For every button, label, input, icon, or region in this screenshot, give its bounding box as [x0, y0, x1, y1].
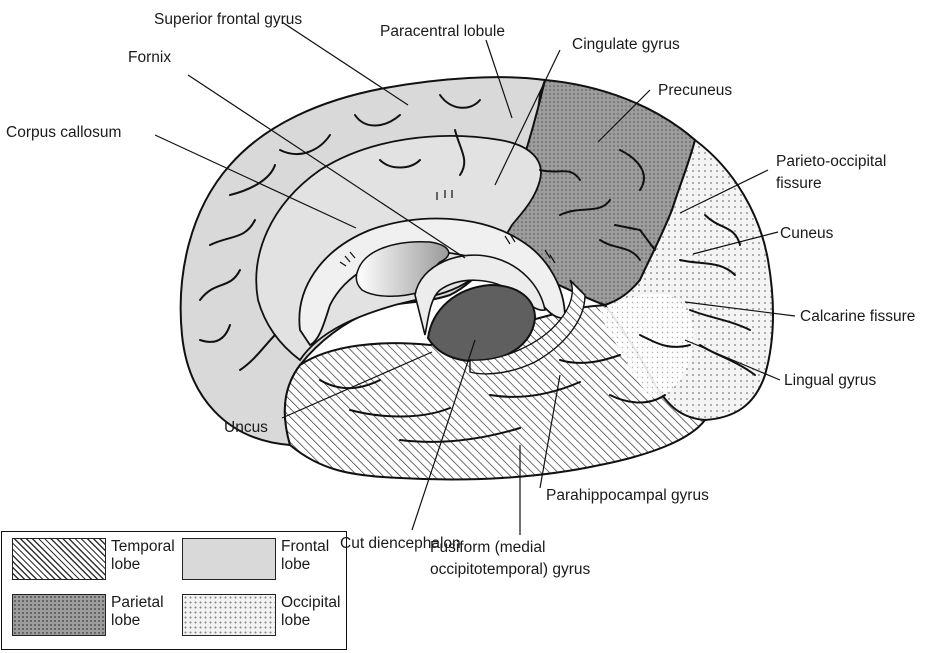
- legend-item-parietal: Parietal lobe: [12, 594, 185, 636]
- legend-swatch-temporal: [12, 538, 106, 580]
- legend-label-temporal: Temporal: [111, 538, 185, 556]
- label-precuneus: Precuneus: [658, 82, 732, 99]
- label-parieto-occipital-2: fissure: [776, 175, 822, 192]
- legend-swatch-frontal: [182, 538, 276, 580]
- legend: Temporal lobe Frontal lobe Parietal lobe…: [1, 531, 347, 650]
- label-fusiform-1: Fusiform (medial: [430, 539, 545, 556]
- legend-sublabel-temporal: lobe: [111, 556, 185, 574]
- label-cingulate-gyrus: Cingulate gyrus: [572, 36, 680, 53]
- legend-swatch-parietal: [12, 594, 106, 636]
- legend-sublabel-parietal: lobe: [111, 612, 185, 630]
- label-uncus: Uncus: [224, 419, 268, 436]
- legend-item-occipital: Occipital lobe: [182, 594, 355, 636]
- legend-label-frontal: Frontal: [281, 538, 355, 556]
- label-fusiform-2: occipitotemporal) gyrus: [430, 561, 590, 578]
- label-calcarine-fissure: Calcarine fissure: [800, 308, 915, 325]
- label-lingual-gyrus: Lingual gyrus: [784, 372, 876, 389]
- label-corpus-callosum: Corpus callosum: [6, 124, 121, 141]
- legend-swatch-occipital: [182, 594, 276, 636]
- label-cuneus: Cuneus: [780, 225, 834, 242]
- legend-label-parietal: Parietal: [111, 594, 185, 612]
- label-superior-frontal-gyrus: Superior frontal gyrus: [154, 11, 302, 28]
- legend-sublabel-frontal: lobe: [281, 556, 355, 574]
- label-paracentral-lobule: Paracentral lobule: [380, 23, 505, 40]
- label-parieto-occipital-1: Parieto-occipital: [776, 153, 886, 170]
- label-parahippocampal-gyrus: Parahippocampal gyrus: [546, 487, 709, 504]
- legend-label-occipital: Occipital: [281, 594, 355, 612]
- legend-sublabel-occipital: lobe: [281, 612, 355, 630]
- label-fornix: Fornix: [128, 49, 171, 66]
- legend-item-frontal: Frontal lobe: [182, 538, 355, 580]
- legend-item-temporal: Temporal lobe: [12, 538, 185, 580]
